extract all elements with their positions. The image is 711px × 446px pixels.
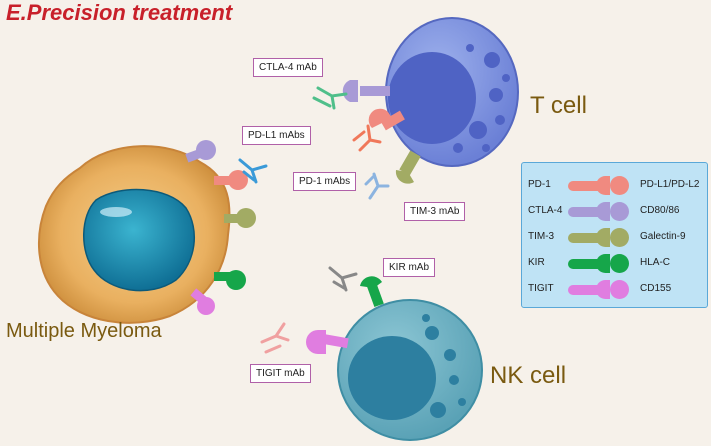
- nk-cell-graphic: [337, 299, 483, 441]
- legend-ligand: CD80/86: [640, 205, 680, 216]
- legend-row-ctla4: CTLA-4 CD80/86: [522, 201, 707, 221]
- myeloma-ligands: [185, 140, 256, 315]
- pd1-antibody-icon: [352, 124, 382, 152]
- pdl1-mab-tag: PD-L1 mAbs: [242, 126, 311, 145]
- legend-ligand: CD155: [640, 283, 672, 294]
- tigit-mab-tag: TIGIT mAb: [250, 364, 311, 383]
- receptor-cup-icon: [596, 202, 610, 221]
- tigit-antibody-icon: [260, 322, 290, 354]
- tim3-mab-tag: TIM-3 mAb: [404, 202, 466, 221]
- receptor-cup-icon: [596, 228, 610, 247]
- receptor-icon: [568, 259, 598, 269]
- ligand-icon: [610, 254, 629, 273]
- legend-ligand: PD-L1/PD-L2: [640, 179, 700, 190]
- legend-receptor: CTLA-4: [528, 205, 563, 216]
- figure-title: E.Precision treatment: [6, 0, 233, 25]
- receptor-icon: [568, 233, 598, 243]
- legend-receptor: TIM-3: [528, 231, 555, 242]
- ligand-icon: [610, 176, 629, 195]
- tim3-antibody-icon: [364, 172, 390, 200]
- pd1-mab-tag: PD-1 mAbs: [293, 172, 357, 191]
- kir-mab-tag: KIR mAb: [383, 258, 436, 277]
- kir-antibody-icon: [328, 266, 358, 292]
- receptor-icon: [568, 207, 598, 217]
- myeloma-cell-graphic: [38, 145, 231, 324]
- t-cell-graphic: [385, 17, 519, 167]
- legend-row-kir: KIR HLA-C: [522, 253, 707, 273]
- receptor-cup-icon: [596, 176, 610, 195]
- legend-ligand: HLA-C: [640, 257, 671, 268]
- receptor-cup-icon: [596, 280, 610, 299]
- legend-row-tim3: TIM-3 Galectin-9: [522, 227, 707, 247]
- ctla4-mab-tag: CTLA-4 mAb: [253, 58, 323, 77]
- t-cell-receptors: [342, 80, 421, 184]
- receptor-icon: [568, 285, 598, 295]
- receptor-icon: [568, 181, 598, 191]
- ctla4-antibody-icon: [312, 86, 348, 110]
- legend-receptor: KIR: [528, 257, 545, 268]
- nk-cell-label: NK cell: [490, 362, 567, 389]
- myeloma-label: Multiple Myeloma: [6, 320, 162, 342]
- ligand-icon: [610, 202, 629, 221]
- legend-row-pd1: PD-1 PD-L1/PD-L2: [522, 175, 707, 195]
- ligand-icon: [610, 280, 629, 299]
- legend-receptor: PD-1: [528, 179, 551, 190]
- legend-receptor: TIGIT: [528, 283, 554, 294]
- t-cell-label: T cell: [530, 92, 587, 119]
- legend: PD-1 PD-L1/PD-L2 CTLA-4 CD80/86 TIM-3 Ga…: [521, 162, 708, 308]
- pdl1-antibody-icon: [238, 158, 268, 184]
- legend-ligand: Galectin-9: [640, 231, 686, 242]
- nk-cell-receptors: [306, 276, 384, 354]
- legend-row-tigit: TIGIT CD155: [522, 279, 707, 299]
- ligand-icon: [610, 228, 629, 247]
- receptor-cup-icon: [596, 254, 610, 273]
